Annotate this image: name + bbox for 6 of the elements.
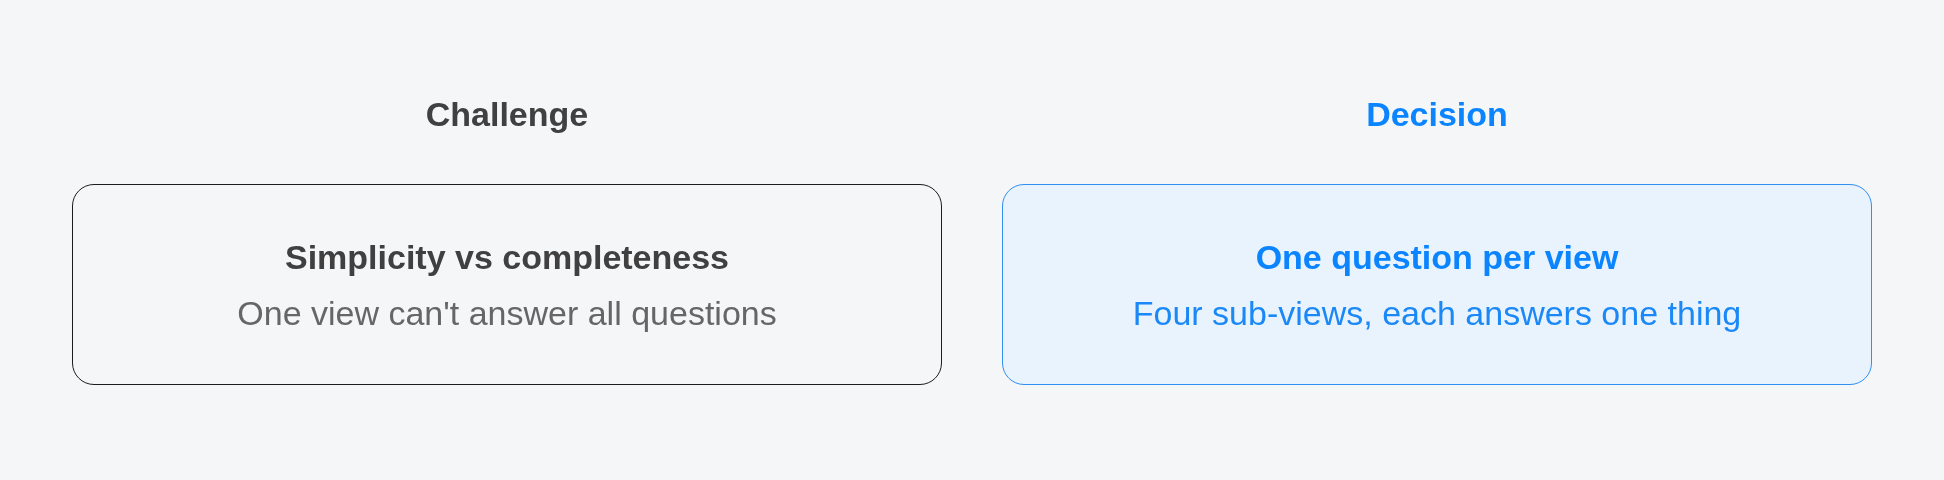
- card-description: Four sub-views, each answers one thing: [1132, 292, 1742, 334]
- column-heading: Challenge: [425, 94, 589, 135]
- card-description: One view can't answer all questions: [237, 292, 777, 334]
- card-title: One question per view: [1255, 236, 1619, 278]
- card-title: Simplicity vs completeness: [284, 236, 730, 278]
- column-heading: Decision: [1366, 94, 1508, 135]
